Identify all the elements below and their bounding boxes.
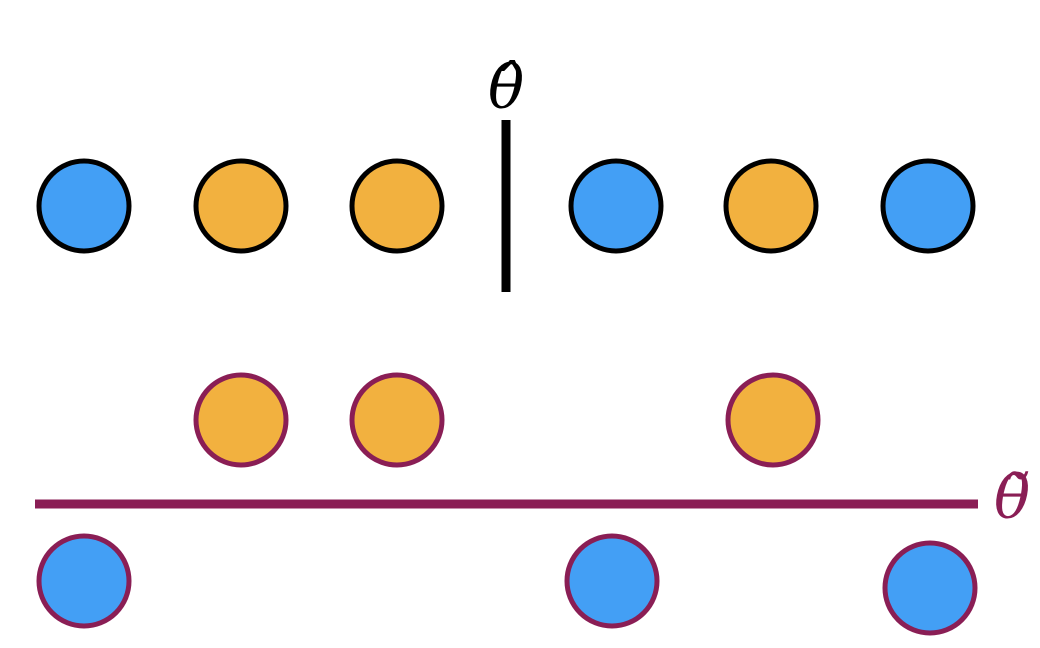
top-point-5 <box>723 158 819 254</box>
middle-point-2 <box>349 372 445 468</box>
middle-point-3 <box>725 372 821 468</box>
top-point-2 <box>193 158 289 254</box>
top-point-4 <box>568 158 664 254</box>
top-point-6 <box>880 158 976 254</box>
top-point-1 <box>36 158 132 254</box>
top-row <box>36 158 976 254</box>
bottom-row <box>36 533 978 636</box>
middle-point-1 <box>193 372 289 468</box>
top-point-3 <box>349 158 445 254</box>
bottom-point-3 <box>882 540 978 636</box>
theta-tilde-label: θ̃ <box>994 463 1030 533</box>
middle-row <box>193 372 821 468</box>
theta-hat-label: θ̂ <box>488 53 524 123</box>
bottom-point-2 <box>564 533 660 629</box>
bottom-point-1 <box>36 533 132 629</box>
